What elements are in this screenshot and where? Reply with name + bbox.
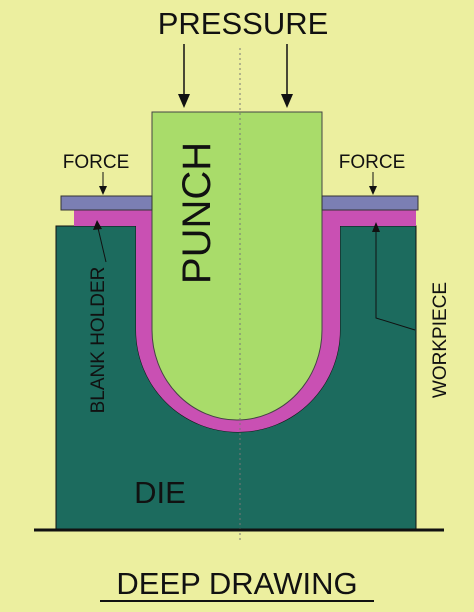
pressure-arrow-left <box>178 44 190 108</box>
pressure-label: PRESSURE <box>158 6 329 41</box>
punch-label: PUNCH <box>175 142 219 284</box>
caption: DEEP DRAWING <box>116 566 357 601</box>
blank-holder-left <box>60 195 153 211</box>
force-arrow-right <box>369 172 377 195</box>
force-label-left: FORCE <box>63 152 130 173</box>
workpiece-label: WORKPIECE <box>430 282 451 398</box>
force-label-right: FORCE <box>339 152 406 173</box>
die-label: DIE <box>134 475 186 510</box>
pressure-arrow-right <box>281 44 293 108</box>
blank-holder-right <box>321 195 419 211</box>
blank-holder-label: BLANK HOLDER <box>88 267 109 414</box>
blank-holder-leader <box>93 220 107 263</box>
punch <box>151 111 323 421</box>
workpiece-leader <box>372 222 416 331</box>
force-arrow-left <box>99 172 107 195</box>
